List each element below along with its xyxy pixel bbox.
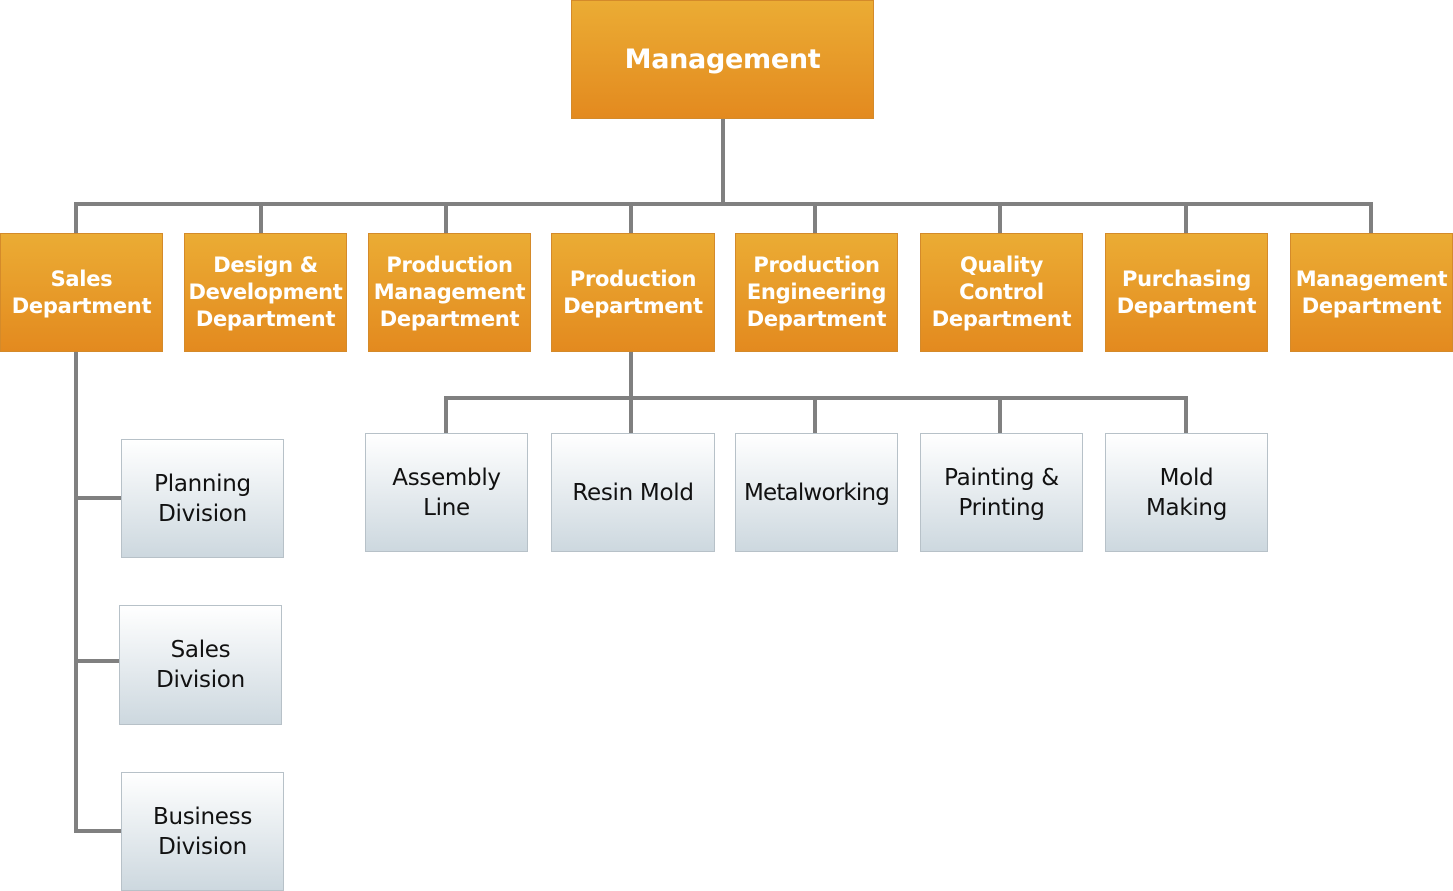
node-business-division: Business Division	[121, 772, 284, 891]
node-label: Production Department	[563, 266, 703, 318]
node-design-development-department: Design & Development Department	[184, 233, 347, 352]
node-sales-department: Sales Department	[0, 233, 163, 352]
node-label: Production Management Department	[373, 253, 526, 331]
node-assembly-line: Assembly Line	[365, 433, 528, 552]
node-quality-control-department: Quality Control Department	[920, 233, 1083, 352]
node-label: Quality Control Department	[931, 253, 1072, 331]
node-label: Assembly Line	[392, 464, 501, 521]
node-label: Production Engineering Department	[746, 253, 887, 331]
node-purchasing-department: Purchasing Department	[1105, 233, 1268, 352]
node-label: Management	[624, 43, 821, 75]
node-production-engineering-department: Production Engineering Department	[735, 233, 898, 352]
node-label: Planning Division	[154, 470, 251, 527]
node-label: Resin Mold	[572, 479, 694, 506]
node-label: Sales Department	[11, 266, 152, 318]
node-label: Business Division	[152, 803, 253, 860]
node-metalworking: Metalworking	[735, 433, 898, 552]
node-label: Purchasing Department	[1116, 266, 1257, 318]
node-management-department: Management Department	[1290, 233, 1453, 352]
node-label: Design & Development Department	[188, 253, 343, 331]
node-label: Painting & Printing	[944, 464, 1059, 521]
node-painting-printing: Painting & Printing	[920, 433, 1083, 552]
node-production-management-department: Production Management Department	[368, 233, 531, 352]
node-resin-mold: Resin Mold	[551, 433, 715, 552]
node-mold-making: Mold Making	[1105, 433, 1268, 552]
node-label: Metalworking	[743, 479, 890, 506]
node-sales-division: Sales Division	[119, 605, 282, 725]
node-label: Mold Making	[1145, 464, 1228, 521]
node-production-department: Production Department	[551, 233, 715, 352]
node-management: Management	[571, 0, 874, 119]
node-label: Management Department	[1295, 266, 1448, 318]
node-label: Sales Division	[156, 637, 245, 693]
node-planning-division: Planning Division	[121, 439, 284, 558]
